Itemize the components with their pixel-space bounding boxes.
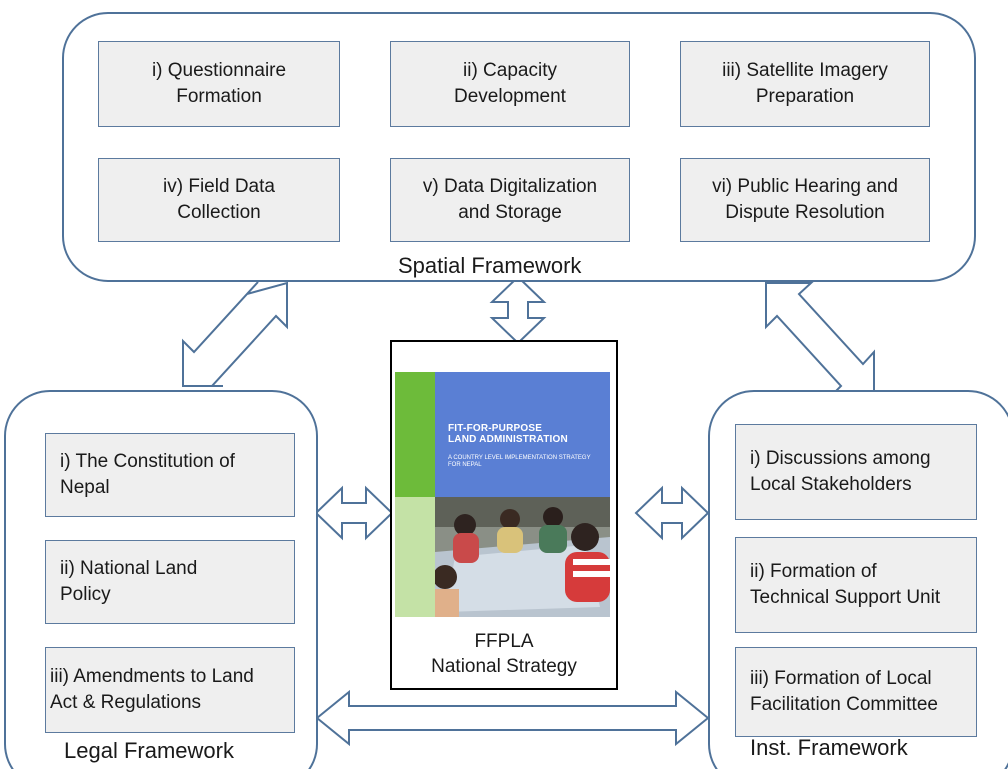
- cover-green-bar: [395, 372, 435, 497]
- inst-framework-label: Inst. Framework: [750, 735, 908, 760]
- legal-framework-label: Legal Framework: [64, 738, 234, 763]
- spatial-item-6: vi) Public Hearing and Dispute Resolutio…: [680, 158, 930, 242]
- cover-blue-panel: [435, 372, 610, 497]
- spatial-item-4: iv) Field Data Collection: [98, 158, 340, 242]
- legal-item-1: i) The Constitution of Nepal: [45, 433, 295, 517]
- double-arrow-spatial-strategy: [489, 275, 547, 345]
- cover-photo-illustration: [435, 497, 610, 617]
- strategy-caption-line1: FFPLA: [474, 631, 534, 652]
- strategy-caption-line2: National Strategy: [431, 656, 577, 677]
- double-arrow-spatial-legal: [182, 281, 288, 387]
- cover-light-green-bar: [395, 497, 435, 617]
- double-arrow-legal-strategy: [314, 485, 394, 541]
- legal-item-3: iii) Amendments to Land Act & Regulation…: [45, 647, 295, 733]
- double-arrow-spatial-inst: [765, 282, 875, 398]
- spatial-item-3: iii) Satellite Imagery Preparation: [680, 41, 930, 127]
- inst-item-2: ii) Formation of Technical Support Unit: [735, 537, 977, 633]
- double-arrow-legal-inst: [315, 689, 710, 747]
- cover-title: FIT-FOR-PURPOSE LAND ADMINISTRATION: [448, 423, 568, 445]
- double-arrow-strategy-inst: [634, 485, 710, 541]
- spatial-item-2: ii) Capacity Development: [390, 41, 630, 127]
- legal-item-2: ii) National Land Policy: [45, 540, 295, 624]
- spatial-item-1: i) Questionnaire Formation: [98, 41, 340, 127]
- inst-item-1: i) Discussions among Local Stakeholders: [735, 424, 977, 520]
- cover-photo: [435, 497, 610, 617]
- spatial-item-5: v) Data Digitalization and Storage: [390, 158, 630, 242]
- ffpla-strategy-document: FIT-FOR-PURPOSE LAND ADMINISTRATION A CO…: [390, 340, 618, 690]
- cover-subtitle: A COUNTRY LEVEL IMPLEMENTATION STRATEGY …: [448, 455, 591, 469]
- inst-item-3: iii) Formation of Local Facilitation Com…: [735, 647, 977, 737]
- spatial-framework-label: Spatial Framework: [398, 253, 582, 278]
